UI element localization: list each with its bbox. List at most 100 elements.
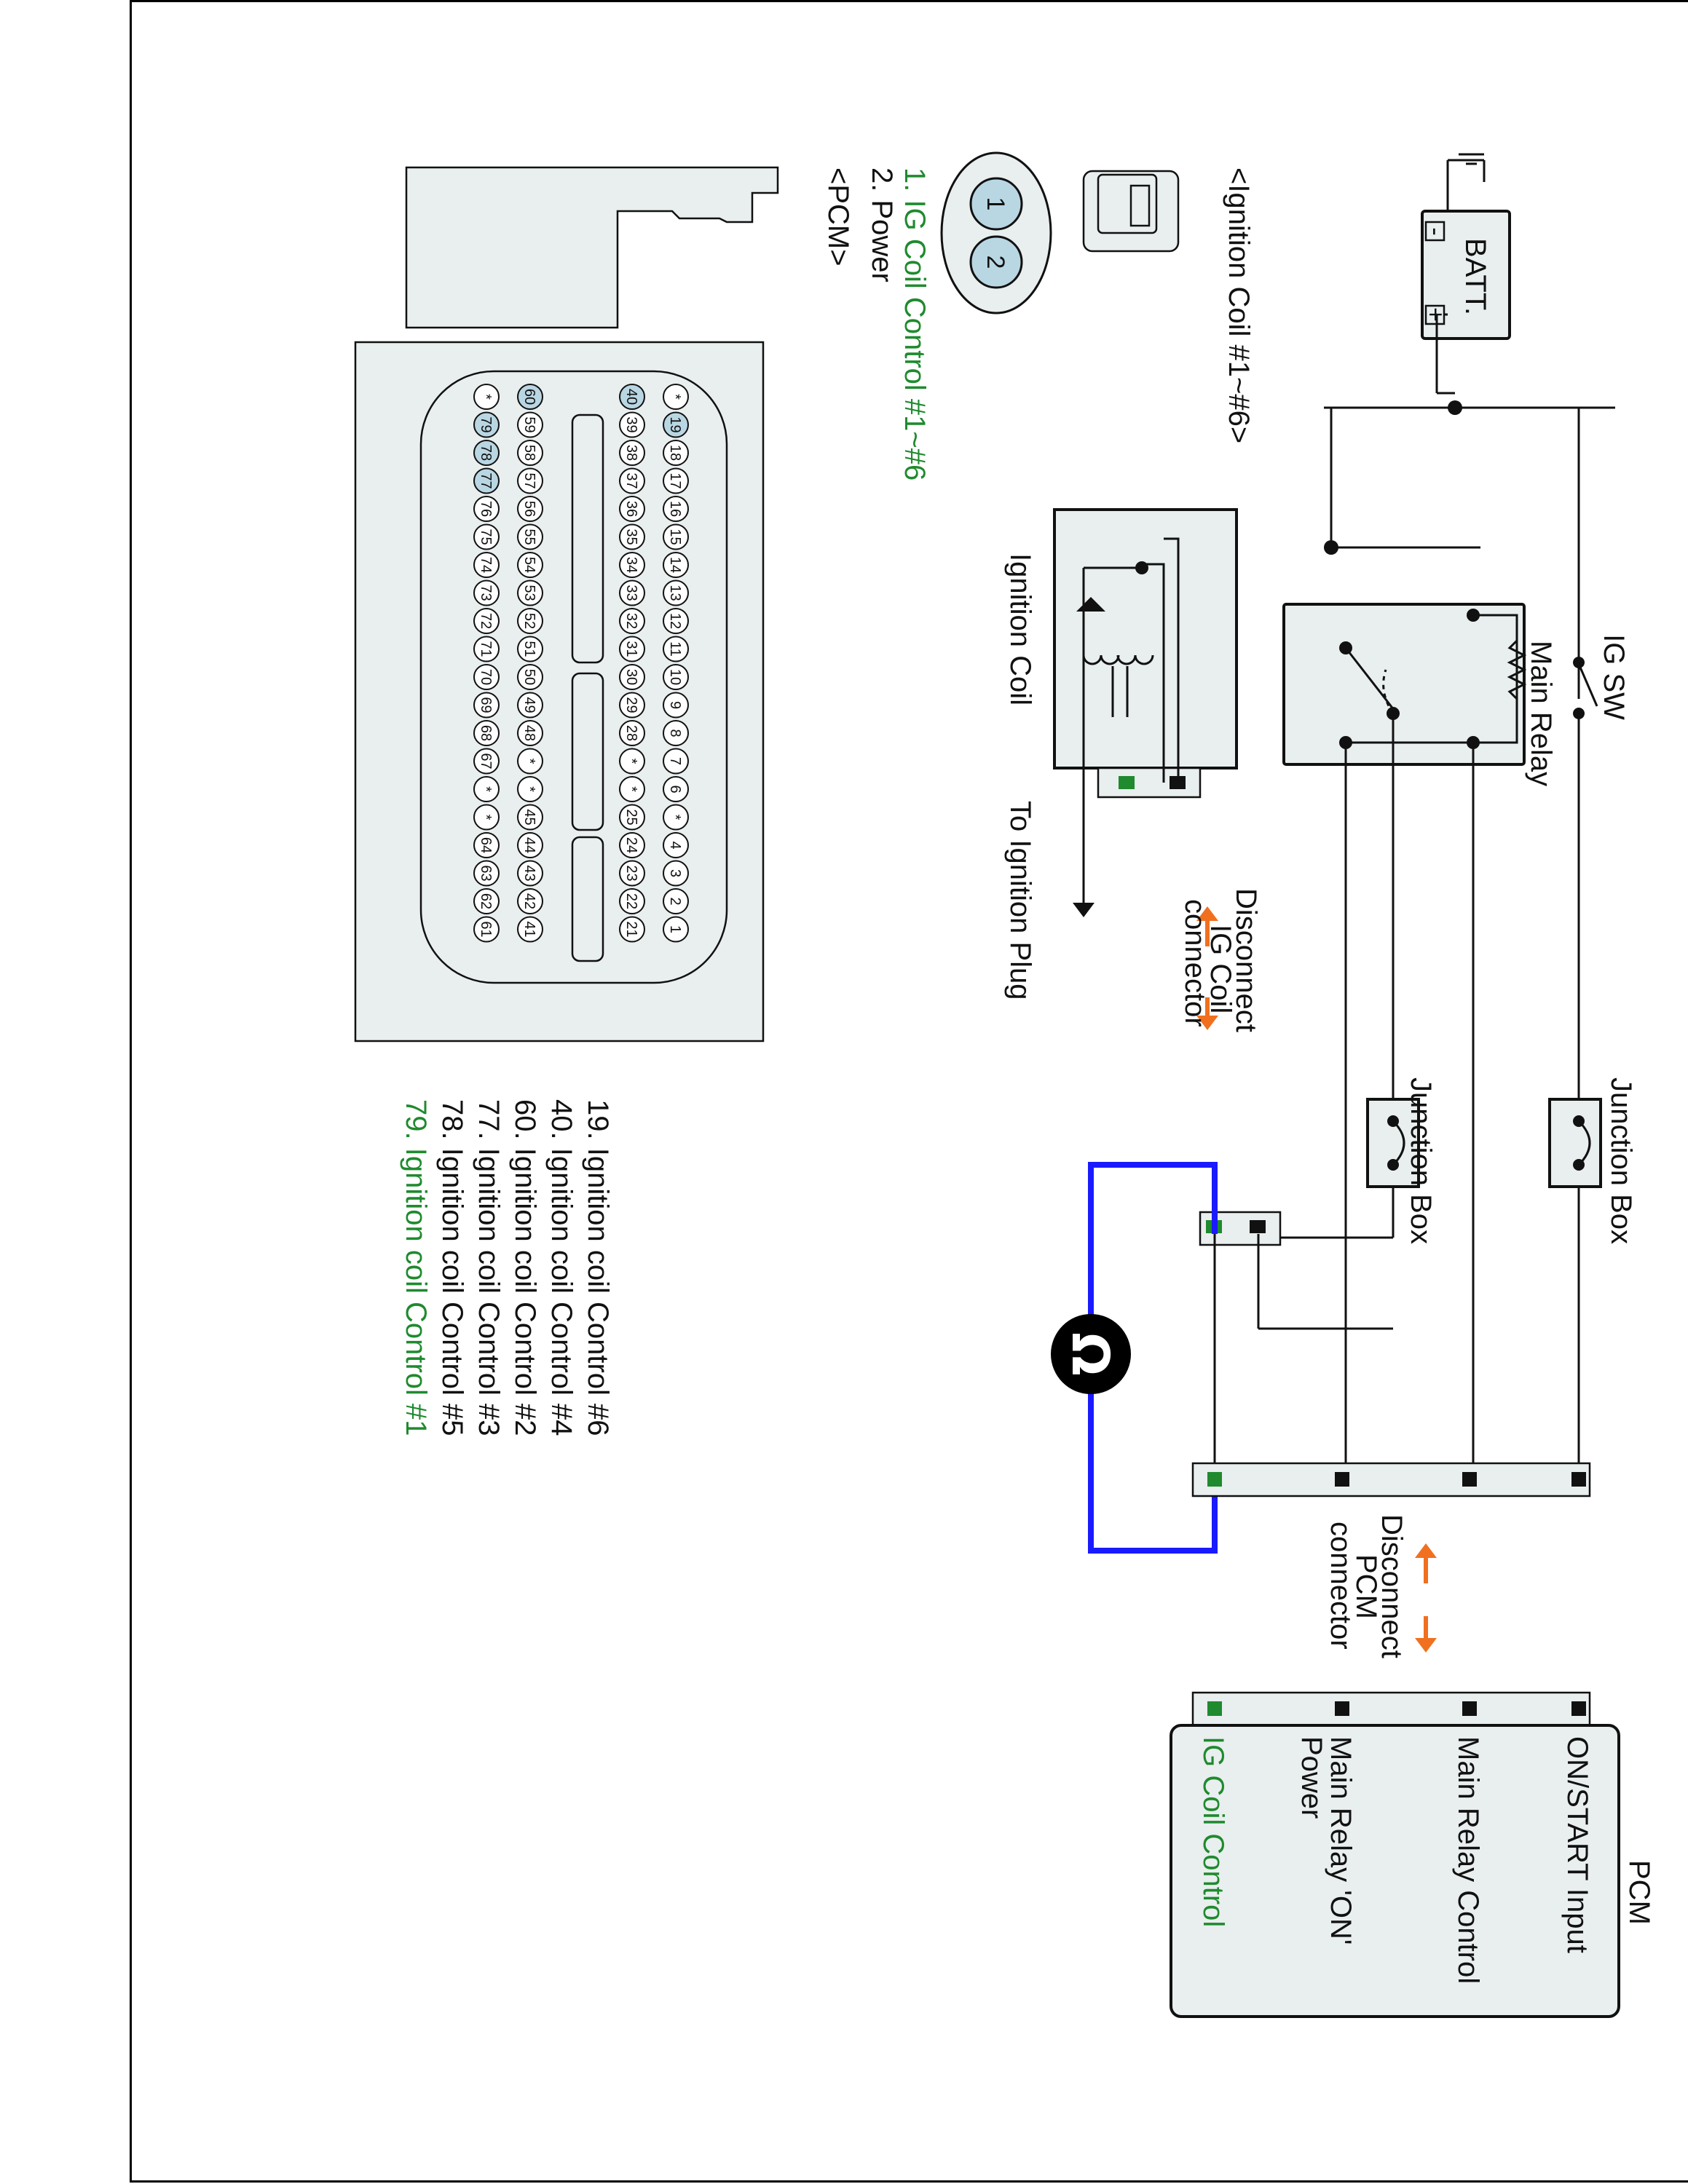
pcm-pin-label: 4 — [667, 841, 683, 849]
junction-box-1-rect — [1548, 1098, 1602, 1188]
pcm-pin — [473, 804, 500, 831]
pcm-signal-ig-coil: IG Coil Control — [1197, 1736, 1229, 1927]
ignition-switch: IG SW — [1573, 408, 1630, 1478]
pcm-pin-label: 45 — [521, 809, 537, 825]
pcm-signal-on-start: ON/START Input — [1561, 1736, 1593, 1953]
pcm-pin — [473, 636, 500, 662]
ohm-symbol: Ω — [1060, 1332, 1120, 1376]
pcm-pin-label: 19 — [667, 416, 683, 432]
pcm-pin — [619, 384, 645, 410]
pcm-pin-label: 59 — [521, 416, 537, 432]
pcm-pin-label: 77 — [478, 472, 494, 488]
pcm-pin-label: 57 — [521, 472, 537, 488]
pcm-pin — [619, 832, 645, 858]
pcm-harness-rect — [1191, 1462, 1591, 1497]
pcm-pin — [473, 860, 500, 887]
pin-legend-40: 40. Ignition coil Control #4 — [545, 1099, 577, 1436]
pcm-pin-label: 22 — [623, 893, 639, 909]
pcm-pin-label: 37 — [623, 472, 639, 488]
pcm-pin — [517, 720, 543, 746]
pcm-pin — [517, 692, 543, 719]
pcm-pin-label: * — [623, 786, 639, 792]
pcm-pin — [473, 776, 500, 802]
pcm-pin — [663, 552, 689, 578]
pcm-pin-label: 2 — [667, 897, 683, 905]
pin-legend-78: 78. Ignition coil Control #5 — [436, 1099, 468, 1436]
disconnect-pcm-arrows: Disconnect PCM connector — [1325, 1514, 1437, 1658]
pcm-pin-label: 75 — [478, 529, 494, 545]
main-relay-box — [1282, 603, 1526, 766]
main-relay-label: Main Relay — [1525, 641, 1557, 786]
pcm-pin — [663, 384, 689, 410]
pcm-pin-label: 53 — [521, 585, 537, 601]
pcm-pin-label: 41 — [521, 921, 537, 937]
pcm-pin-label: 33 — [623, 585, 639, 601]
ground-icon — [1459, 153, 1486, 182]
pcm-pin-label: * — [667, 815, 683, 820]
junction-box-1: Junction Box — [1548, 1077, 1637, 1244]
pcm-pin-label: 61 — [478, 921, 494, 937]
pcm-pin-label: 13 — [667, 585, 683, 601]
pcm-pin-label: 78 — [478, 445, 494, 461]
pcm-pin-label: 23 — [623, 865, 639, 881]
coil-pin-1: 1 — [982, 197, 1009, 211]
pcm-pin — [517, 860, 543, 887]
pcm-box-rect — [1170, 1724, 1620, 2018]
pcm-pin — [663, 720, 689, 746]
disconnect-pcm-line2: PCM — [1350, 1554, 1382, 1619]
pcm-pin-label: 39 — [623, 416, 639, 432]
pcm-pin-label: 56 — [521, 501, 537, 517]
pcm-pin — [473, 384, 500, 410]
battery: - + BATT. — [1421, 153, 1511, 340]
pcm-pin — [663, 440, 689, 466]
pcm-pin — [517, 776, 543, 802]
pcm-pin — [473, 692, 500, 719]
ig-sw-label: IG SW — [1598, 634, 1630, 720]
pcm-pin-label: 70 — [478, 669, 494, 685]
coil-connector-pin-control — [1119, 776, 1135, 789]
disconnect-pcm-line3: connector — [1325, 1522, 1357, 1650]
pcm-pin-label: 14 — [667, 557, 683, 573]
pcm-pin — [619, 523, 645, 550]
pcm-pin — [517, 748, 543, 775]
pcm-pin — [473, 608, 500, 634]
pcm-pin — [663, 748, 689, 775]
coil-connector-title: <Ignition Coil #1~#6> — [1223, 167, 1255, 443]
ignition-coil-box — [1053, 508, 1238, 769]
pcm-connector-view: <PCM> *191817161514131211109876*43214039… — [354, 166, 854, 1042]
pcm-pin — [473, 720, 500, 746]
pcm-pin-label: * — [478, 815, 494, 820]
pcm-pin — [663, 636, 689, 662]
pcm-pin-label: 17 — [667, 472, 683, 488]
pcm-signal-power: Power — [1295, 1736, 1328, 1819]
pcm-pin-label: 51 — [521, 641, 537, 657]
pcm-pin — [663, 523, 689, 550]
pcm-pin-label: 76 — [478, 501, 494, 517]
pcm-pin — [619, 552, 645, 578]
pcm-pin — [517, 440, 543, 466]
pcm-pin-label: 42 — [521, 893, 537, 909]
pin-legend-60: 60. Ignition coil Control #2 — [509, 1099, 541, 1436]
main-relay: Main Relay — [1282, 603, 1557, 786]
pcm-pin — [663, 832, 689, 858]
pcm-signal-relay-control: Main Relay Control — [1452, 1736, 1484, 1984]
pcm-connector-title: <PCM> — [822, 167, 854, 266]
coil-legend-1: 1. IG Coil Control #1~#6 — [899, 167, 931, 480]
pcm-pin — [619, 579, 645, 606]
pcm-harness-connector — [1191, 1462, 1591, 1497]
pcm-pin — [473, 888, 500, 914]
pcm-pin-label: 74 — [478, 557, 494, 573]
ohmmeter-icon: Ω — [1051, 1314, 1131, 1394]
pcm-pin — [619, 804, 645, 831]
pcm-pin-label: 72 — [478, 613, 494, 629]
pcm-pin-label: 8 — [667, 729, 683, 737]
pcm-pin-label: 16 — [667, 501, 683, 517]
probe-connector — [1199, 1211, 1393, 1478]
pcm-pin — [619, 888, 645, 914]
coil-connector-view: <Ignition Coil #1~#6> 1 2 1. IG Coil Con… — [866, 151, 1255, 480]
pin-legend: 19. Ignition coil Control #6 40. Ignitio… — [400, 1099, 614, 1436]
pcm-pin-label: 10 — [667, 669, 683, 685]
pcm-pin — [663, 692, 689, 719]
pcm-pin — [517, 496, 543, 522]
pcm-pin — [619, 692, 645, 719]
